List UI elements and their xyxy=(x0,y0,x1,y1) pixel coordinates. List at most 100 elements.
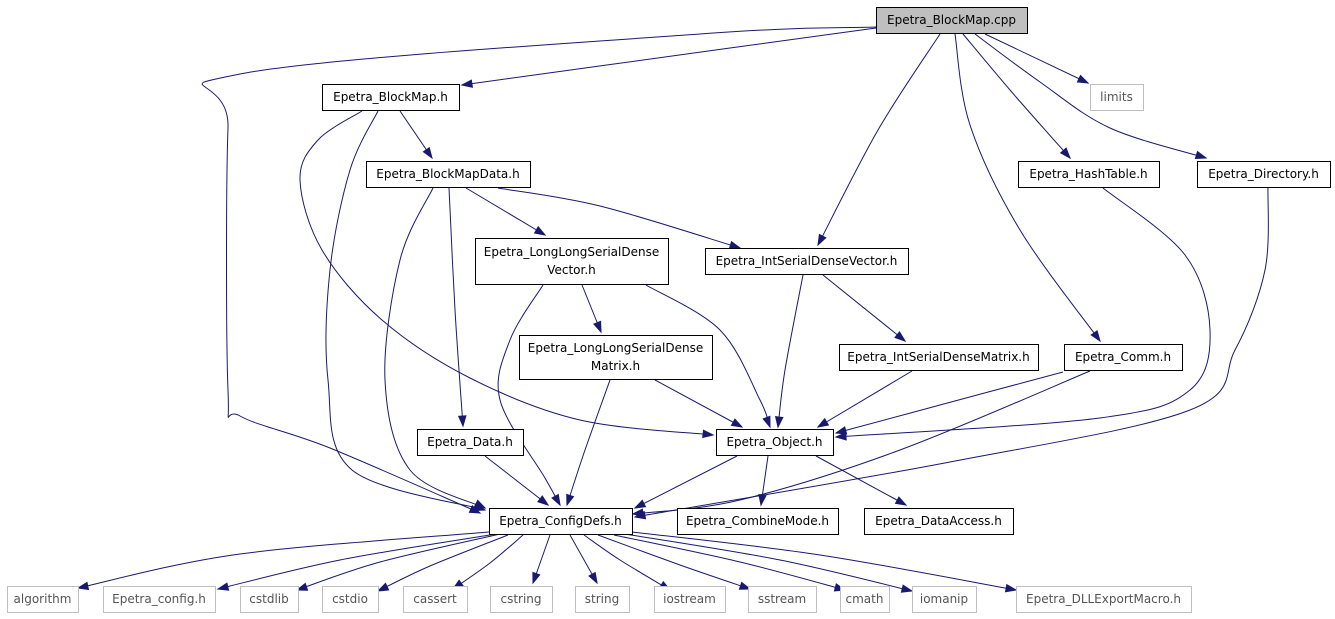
edge-cfg_h-to-string xyxy=(569,534,598,585)
node-cfg-h[interactable]: Epetra_ConfigDefs.h xyxy=(489,508,633,535)
edge-line xyxy=(377,534,509,592)
edge-line xyxy=(448,187,464,427)
edge-line xyxy=(815,455,907,506)
edge-isdv_h-to-obj_h xyxy=(774,274,804,429)
node-da-h[interactable]: Epetra_DataAccess.h xyxy=(864,508,1014,535)
edge-line xyxy=(632,370,1091,515)
edge-obj_h-to-cfg_h xyxy=(633,455,738,509)
node-label: Epetra_LongLongSerialDense xyxy=(528,341,703,355)
edge-bmd_h-to-isdv_h xyxy=(497,187,742,250)
edge-line xyxy=(497,284,561,506)
arrowhead-icon xyxy=(900,584,914,593)
edge-cfg_h-to-iomanip xyxy=(624,533,914,593)
node-box xyxy=(103,586,216,613)
node-label: cstdio xyxy=(332,592,368,606)
edge-root-to-dir_h xyxy=(974,33,1208,160)
edge-line xyxy=(296,533,501,591)
arrowhead-icon xyxy=(537,495,550,506)
edge-line xyxy=(777,274,804,428)
node-cstdio: cstdio xyxy=(322,586,379,613)
node-comm-h[interactable]: Epetra_Comm.h xyxy=(1064,344,1183,371)
edge-isdm_h-to-obj_h xyxy=(816,370,913,428)
node-ht-h[interactable]: Epetra_HashTable.h xyxy=(1018,161,1160,188)
node-iomanip: iomanip xyxy=(912,586,977,613)
edge-line xyxy=(654,379,743,428)
edges-layer xyxy=(76,26,1269,593)
arrowhead-icon xyxy=(834,426,848,435)
node-label: cassert xyxy=(413,592,457,606)
edge-line xyxy=(597,534,751,590)
arrowhead-icon xyxy=(702,429,715,439)
arrowhead-icon xyxy=(633,499,647,509)
node-dir-h[interactable]: Epetra_Directory.h xyxy=(1197,161,1331,188)
arrowhead-icon xyxy=(376,582,390,592)
edge-cfg_h-to-cstdio xyxy=(376,534,509,592)
arrowhead-icon xyxy=(1090,329,1101,343)
node-box xyxy=(322,84,460,111)
edge-line xyxy=(645,284,771,428)
node-bm-h[interactable]: Epetra_BlockMap.h xyxy=(322,84,460,111)
edge-line xyxy=(817,33,941,246)
edge-line xyxy=(201,26,877,514)
edge-line xyxy=(566,379,611,506)
node-box xyxy=(519,335,713,380)
edge-line xyxy=(634,455,738,509)
node-bmd-h[interactable]: Epetra_BlockMapData.h xyxy=(366,161,531,188)
arrowhead-icon xyxy=(758,494,767,507)
arrowhead-icon xyxy=(1194,150,1208,160)
arrowhead-icon xyxy=(816,417,830,428)
arrowhead-icon xyxy=(1004,583,1018,593)
arrowhead-icon xyxy=(460,79,473,88)
node-data-h[interactable]: Epetra_Data.h xyxy=(417,429,524,456)
node-box xyxy=(475,238,669,285)
arrowhead-icon xyxy=(532,571,541,585)
node-box xyxy=(403,586,468,613)
node-box xyxy=(417,429,524,456)
arrowhead-icon xyxy=(762,415,771,429)
edge-line xyxy=(484,455,549,506)
edge-line xyxy=(974,33,1207,159)
node-isdm-h[interactable]: Epetra_IntSerialDenseMatrix.h xyxy=(839,344,1039,371)
edge-cfg_h-to-epetra_config xyxy=(216,533,497,591)
node-label: Epetra_BlockMapData.h xyxy=(376,167,519,181)
node-label: cstring xyxy=(500,592,541,606)
arrowhead-icon xyxy=(457,415,467,428)
edge-root-to-isdv_h xyxy=(817,33,941,247)
edge-root-to-bm_h xyxy=(460,27,877,88)
edge-line xyxy=(817,370,913,428)
node-label: Epetra_IntSerialDenseVector.h xyxy=(716,254,898,268)
node-box xyxy=(654,586,726,613)
node-box xyxy=(839,344,1039,371)
node-label: cmath xyxy=(846,592,884,606)
arrowhead-icon xyxy=(894,331,907,342)
edge-line xyxy=(835,371,1064,434)
arrowhead-icon xyxy=(834,431,847,441)
edge-root-to-ht_h xyxy=(962,33,1071,160)
node-box xyxy=(864,508,1014,535)
node-label: iostream xyxy=(663,592,716,606)
edge-line xyxy=(461,27,877,86)
edge-llsdv_h-to-llsdm_h xyxy=(581,284,602,334)
node-box xyxy=(7,586,79,613)
node-cm-h[interactable]: Epetra_CombineMode.h xyxy=(677,508,839,535)
node-isdv-h[interactable]: Epetra_IntSerialDenseVector.h xyxy=(705,248,909,275)
node-label: Epetra_DLLExportMacro.h xyxy=(1026,592,1181,606)
arrowhead-icon xyxy=(1059,147,1071,160)
node-label: Matrix.h xyxy=(591,359,640,373)
node-dllexport: Epetra_DLLExportMacro.h xyxy=(1016,586,1192,613)
node-obj-h[interactable]: Epetra_Object.h xyxy=(716,429,834,456)
edge-line xyxy=(583,534,671,591)
arrowhead-icon xyxy=(566,493,575,507)
node-label: string xyxy=(585,592,619,606)
edge-cfg_h-to-algorithm xyxy=(76,531,490,591)
arrowhead-icon xyxy=(473,499,487,509)
edge-cfg_h-to-cstdlib xyxy=(295,533,501,591)
node-label: Epetra_HashTable.h xyxy=(1029,167,1147,181)
node-epetra-config: Epetra_config.h xyxy=(103,586,216,613)
edge-comm_h-to-cfg_h xyxy=(631,370,1091,517)
node-label: limits xyxy=(1100,90,1133,104)
edge-llsdv_h-to-obj_h xyxy=(645,284,771,429)
node-root[interactable]: Epetra_BlockMap.cpp xyxy=(876,7,1028,34)
